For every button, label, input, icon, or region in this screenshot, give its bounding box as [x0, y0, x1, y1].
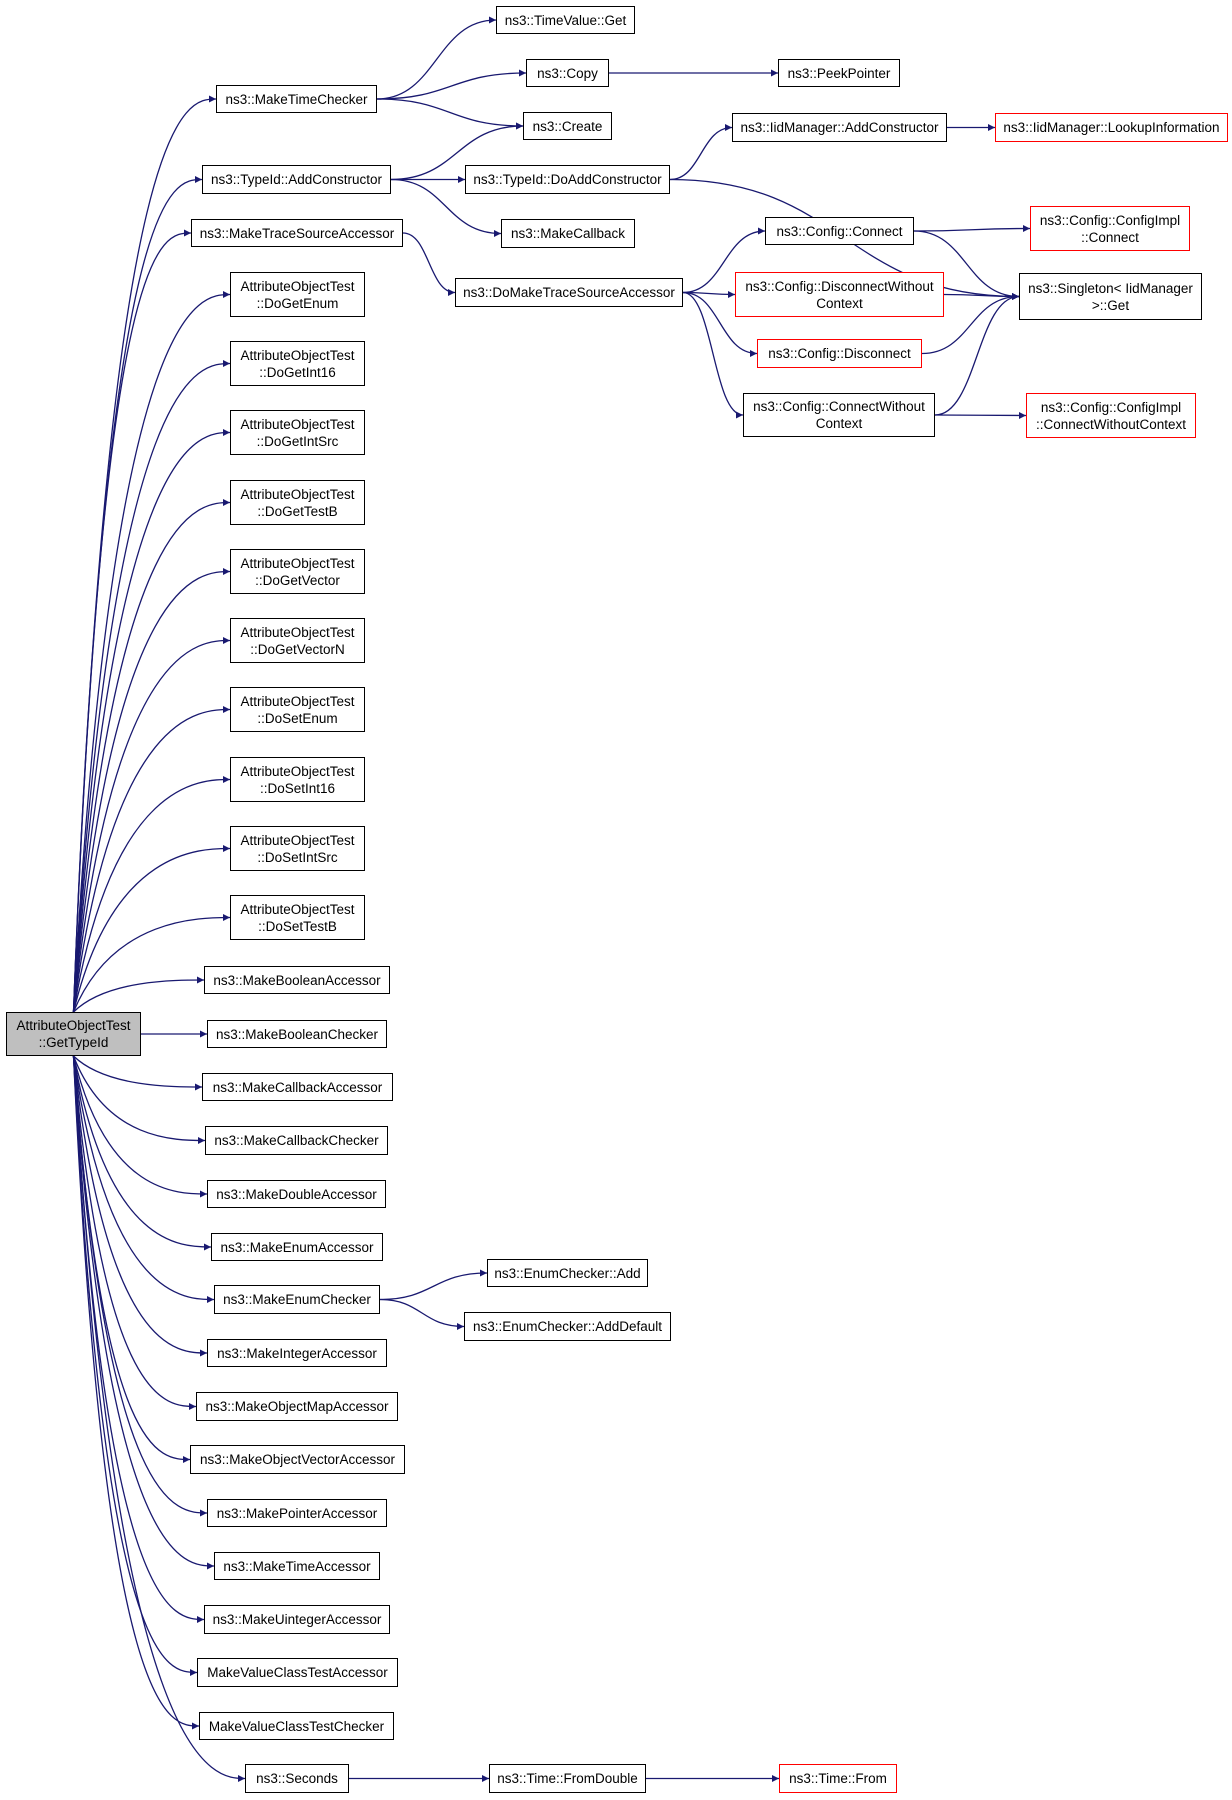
node-configimpl-connect-without-context[interactable]: ns3::Config::ConfigImpl ::ConnectWithout…: [1026, 393, 1196, 438]
edge-root-to-make_double_accessor: [72, 1055, 208, 1198]
edge-config_connect-to-singleton_get: [913, 230, 1020, 300]
edge-make_enum_checker-to-enum_checker_add_default: [379, 1298, 465, 1330]
edge-root-to-do_get_vector: [72, 568, 231, 1013]
edge-make_time_checker-to-copy: [376, 69, 527, 100]
edge-root-to-do_set_int_src: [72, 845, 231, 1013]
node-do-set-int16[interactable]: AttributeObjectTest ::DoSetInt16: [230, 757, 365, 802]
edge-root-to-make_pointer_accessor: [72, 1055, 208, 1517]
node-do-get-int-src[interactable]: AttributeObjectTest ::DoGetIntSrc: [230, 410, 365, 455]
edge-root-to-typeid_add_constructor: [72, 176, 203, 1013]
node-do-set-int-src[interactable]: AttributeObjectTest ::DoSetIntSrc: [230, 826, 365, 871]
node-peek-pointer[interactable]: ns3::PeekPointer: [778, 59, 900, 87]
node-enum-checker-add[interactable]: ns3::EnumChecker::Add: [487, 1259, 648, 1287]
node-make-boolean-accessor[interactable]: ns3::MakeBooleanAccessor: [204, 966, 390, 994]
node-do-get-vector[interactable]: AttributeObjectTest ::DoGetVector: [230, 549, 365, 594]
edge-root-to-make_enum_accessor: [72, 1055, 212, 1251]
node-make-double-accessor[interactable]: ns3::MakeDoubleAccessor: [207, 1180, 386, 1208]
edge-root-to-make_value_class_test_checker: [72, 1055, 200, 1730]
node-copy[interactable]: ns3::Copy: [526, 59, 609, 87]
node-make-trace-source-accessor[interactable]: ns3::MakeTraceSourceAccessor: [191, 219, 403, 247]
edge-make_time_checker-to-create: [376, 98, 524, 130]
edge-make_time_checker-to-timevalue_get: [376, 16, 497, 100]
node-timevalue-get[interactable]: ns3::TimeValue::Get: [496, 6, 635, 34]
edge-root-to-make_enum_checker: [72, 1055, 215, 1303]
node-create[interactable]: ns3::Create: [523, 112, 612, 140]
node-typeid-do-add-constructor[interactable]: ns3::TypeId::DoAddConstructor: [465, 165, 670, 194]
edge-typeid_add_constructor-to-create: [390, 122, 524, 181]
node-root: AttributeObjectTest ::GetTypeId: [6, 1012, 141, 1056]
node-iidmanager-lookup-information[interactable]: ns3::IidManager::LookupInformation: [995, 113, 1228, 142]
node-seconds[interactable]: ns3::Seconds: [245, 1764, 349, 1793]
node-make-value-class-test-checker[interactable]: MakeValueClassTestChecker: [199, 1712, 394, 1740]
node-config-connect-without-context[interactable]: ns3::Config::ConnectWithout Context: [743, 393, 935, 437]
edge-config_disconnect-to-singleton_get: [921, 293, 1020, 355]
node-config-connect[interactable]: ns3::Config::Connect: [765, 217, 914, 245]
node-make-enum-checker[interactable]: ns3::MakeEnumChecker: [214, 1285, 380, 1314]
node-do-get-test-b[interactable]: AttributeObjectTest ::DoGetTestB: [230, 480, 365, 525]
edge-root-to-make_time_accessor: [72, 1055, 215, 1570]
edge-config_connect_without_context-to-singleton_get: [934, 293, 1020, 416]
node-make-object-vector-accessor[interactable]: ns3::MakeObjectVectorAccessor: [190, 1445, 405, 1474]
node-singleton-get[interactable]: ns3::Singleton< IidManager >::Get: [1019, 273, 1202, 320]
node-make-time-accessor[interactable]: ns3::MakeTimeAccessor: [214, 1552, 380, 1580]
node-make-uinteger-accessor[interactable]: ns3::MakeUintegerAccessor: [204, 1605, 390, 1634]
edge-root-to-do_get_int16: [72, 360, 231, 1013]
node-make-callback-checker[interactable]: ns3::MakeCallbackChecker: [205, 1126, 388, 1155]
edge-root-to-make_callback_checker: [72, 1055, 206, 1144]
edge-root-to-make_object_vector_accessor: [72, 1055, 191, 1463]
edge-root-to-seconds: [72, 1055, 246, 1782]
node-make-callback-accessor[interactable]: ns3::MakeCallbackAccessor: [202, 1073, 393, 1101]
node-do-get-int16[interactable]: AttributeObjectTest ::DoGetInt16: [230, 341, 365, 386]
edge-typeid_add_constructor-to-make_callback: [390, 178, 502, 237]
edge-config_disconnect_without_context-to-singleton_get: [943, 292, 1020, 300]
edge-root-to-do_set_int16: [72, 776, 231, 1013]
node-do-set-test-b[interactable]: AttributeObjectTest ::DoSetTestB: [230, 895, 365, 940]
node-make-time-checker[interactable]: ns3::MakeTimeChecker: [216, 85, 377, 113]
node-make-integer-accessor[interactable]: ns3::MakeIntegerAccessor: [207, 1339, 387, 1367]
node-enum-checker-add-default[interactable]: ns3::EnumChecker::AddDefault: [464, 1312, 671, 1341]
edge-do_make_trace_source_accessor-to-config_connect: [682, 227, 766, 294]
node-do-get-enum[interactable]: AttributeObjectTest ::DoGetEnum: [230, 272, 365, 317]
edge-do_make_trace_source_accessor-to-config_connect_without_context: [682, 291, 744, 419]
edge-root-to-make_integer_accessor: [72, 1055, 208, 1357]
edge-config_connect-to-configimpl_connect: [913, 225, 1031, 233]
edge-root-to-do_get_vector_n: [72, 637, 231, 1013]
edge-root-to-do_set_test_b: [72, 914, 231, 1013]
edge-root-to-make_callback_accessor: [73, 1055, 203, 1091]
node-do-set-enum[interactable]: AttributeObjectTest ::DoSetEnum: [230, 687, 365, 732]
node-do-make-trace-source-accessor[interactable]: ns3::DoMakeTraceSourceAccessor: [455, 278, 683, 307]
edge-root-to-make_boolean_accessor: [73, 976, 205, 1013]
edge-root-to-make_value_class_test_accessor: [72, 1055, 198, 1676]
edge-root-to-do_set_enum: [72, 706, 231, 1013]
node-do-get-vector-n[interactable]: AttributeObjectTest ::DoGetVectorN: [230, 618, 365, 663]
edge-make_enum_checker-to-enum_checker_add: [379, 1269, 488, 1301]
node-time-from-double[interactable]: ns3::Time::FromDouble: [489, 1764, 646, 1793]
node-make-enum-accessor[interactable]: ns3::MakeEnumAccessor: [211, 1233, 383, 1261]
edge-root-to-make_object_map_accessor: [72, 1055, 197, 1410]
node-iidmanager-add-constructor[interactable]: ns3::IidManager::AddConstructor: [732, 113, 947, 142]
edge-do_make_trace_source_accessor-to-config_disconnect: [682, 291, 758, 357]
edge-root-to-do_get_test_b: [72, 499, 231, 1013]
edge-typeid_do_add_constructor-to-iidmanager_add_constructor: [669, 124, 733, 181]
node-make-pointer-accessor[interactable]: ns3::MakePointerAccessor: [207, 1499, 387, 1527]
edge-root-to-make_trace_source_accessor: [72, 229, 192, 1013]
node-make-object-map-accessor[interactable]: ns3::MakeObjectMapAccessor: [196, 1392, 398, 1421]
node-time-from[interactable]: ns3::Time::From: [779, 1764, 897, 1793]
edge-make_trace_source_accessor-to-do_make_trace_source_accessor: [402, 232, 456, 296]
edge-config_connect_without_context-to-configimpl_connect_without_context: [934, 411, 1027, 419]
node-config-disconnect-without-context[interactable]: ns3::Config::DisconnectWithout Context: [735, 272, 944, 317]
edge-root-to-do_get_int_src: [72, 429, 231, 1013]
node-configimpl-connect[interactable]: ns3::Config::ConfigImpl ::Connect: [1030, 206, 1190, 251]
node-config-disconnect[interactable]: ns3::Config::Disconnect: [757, 339, 922, 368]
node-typeid-add-constructor[interactable]: ns3::TypeId::AddConstructor: [202, 165, 391, 194]
node-make-callback[interactable]: ns3::MakeCallback: [501, 219, 635, 248]
node-make-boolean-checker[interactable]: ns3::MakeBooleanChecker: [207, 1020, 387, 1048]
node-make-value-class-test-accessor[interactable]: MakeValueClassTestAccessor: [197, 1658, 398, 1687]
edge-root-to-do_get_enum: [72, 291, 231, 1013]
